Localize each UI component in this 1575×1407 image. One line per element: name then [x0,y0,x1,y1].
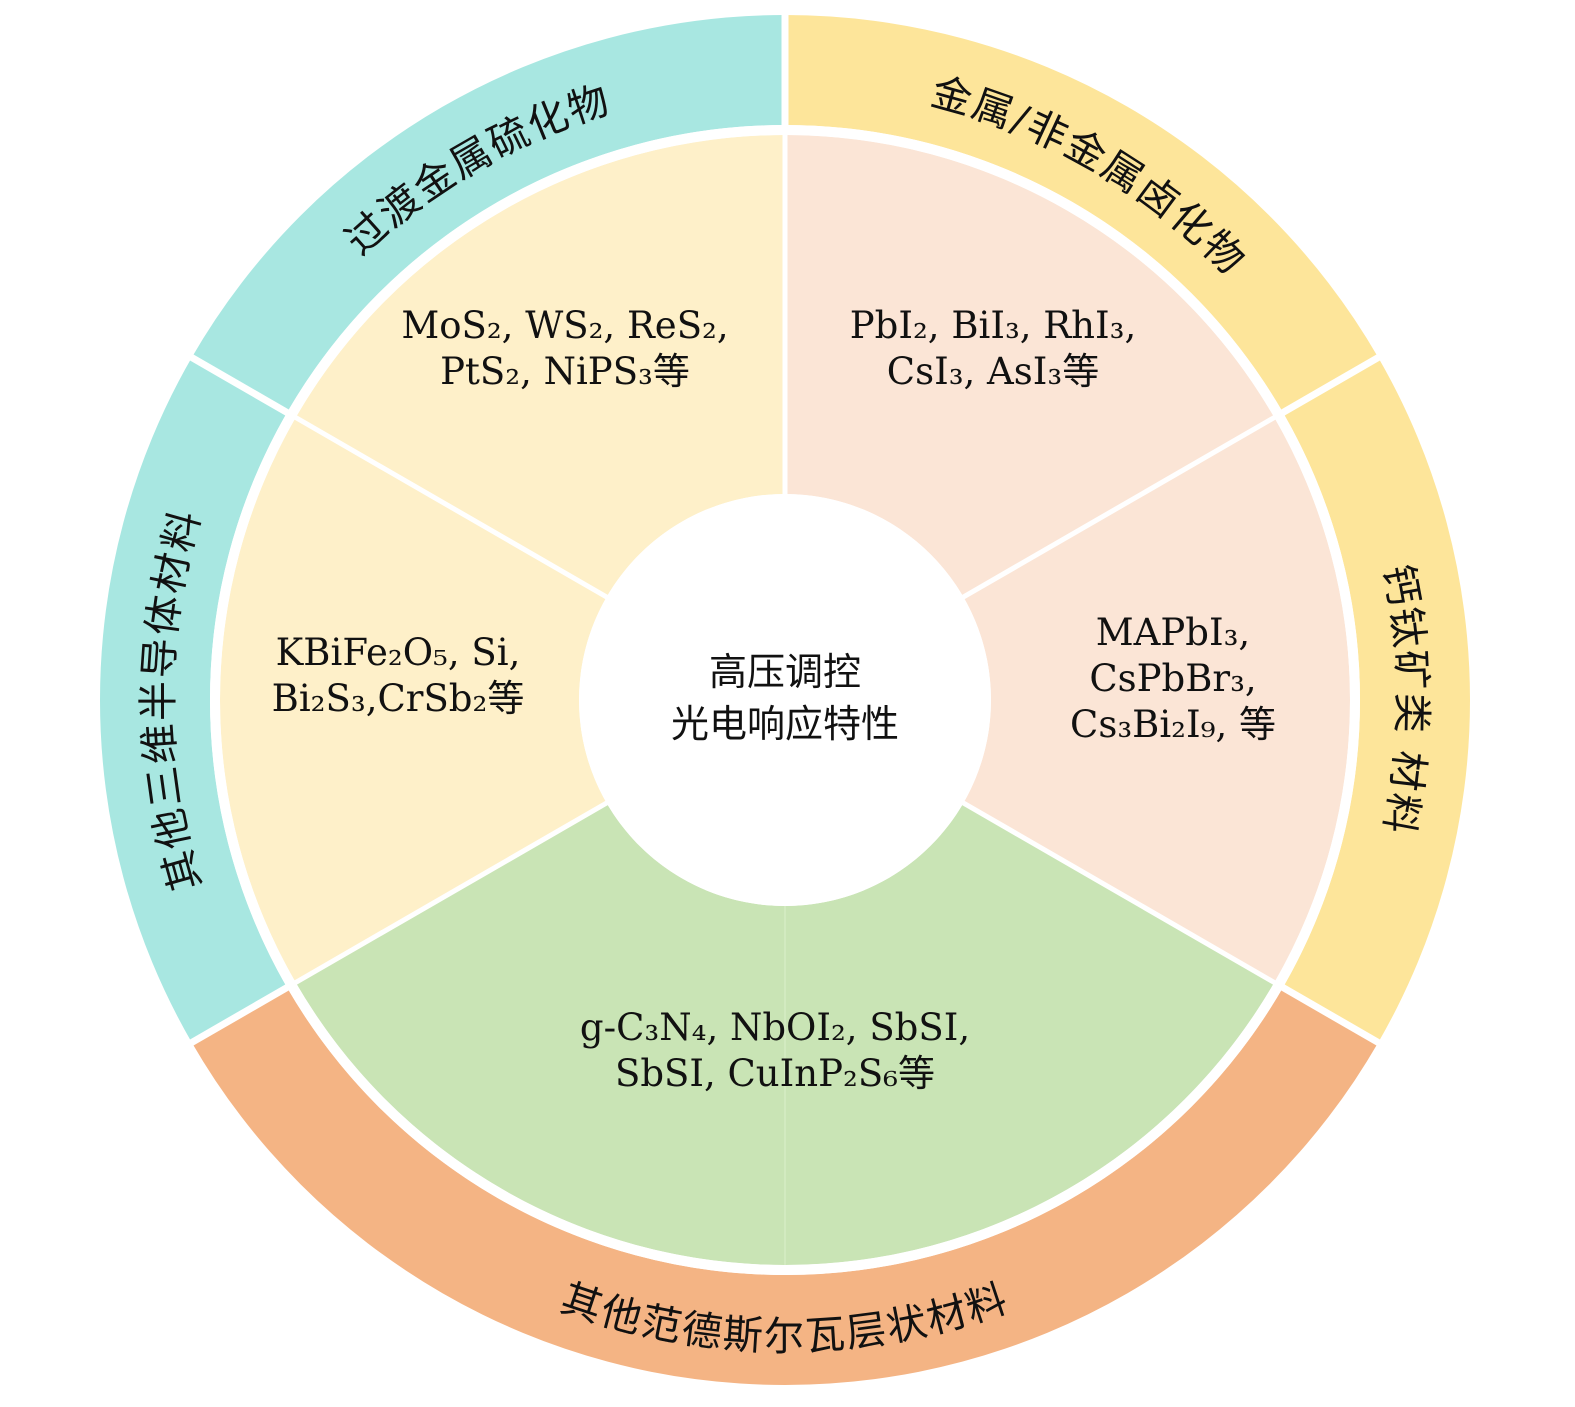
inner-sector-text-other-3d-semiconductors: Bi₂S₃,CrSb₂等 [272,677,525,720]
inner-divider [293,797,614,986]
inner-sector-metal-halides [785,135,1275,597]
outer-segment-other-vdw-layered [191,987,1379,1385]
inner-sector-perovskites [963,417,1350,983]
center-title-line-2: 光电响应特性 [671,702,899,746]
sector-dividers [185,10,1385,1275]
inner-sector-text-metal-halides: CsI₃, AsI₃等 [887,350,1099,393]
inner-sector-text-metal-halides: PbI₂, BiI₃, RhI₃, [850,304,1136,347]
outer-ring [99,15,1470,1385]
outer-divider [185,982,292,1049]
inner-sector-text-other-vdw-layered: SbSI, CuInP₂S₆等 [615,1052,935,1095]
inner-divider [956,414,1277,603]
outer-segment-transition-metal-sulfides [191,15,786,413]
outer-divider [1278,351,1385,418]
inner-sector-text-other-vdw-layered: g-C₃N₄, NbOI₂, SbSI, [580,1006,970,1049]
inner-sector-text-perovskites: CsPbBr₃, [1089,657,1256,700]
outer-segment-other-3d-semiconductors [99,357,288,1043]
inner-sector-other-3d-semiconductors [219,417,607,983]
inner-sector-text-perovskites: MAPbI₃, [1096,611,1250,654]
outer-divider [185,351,292,418]
inner-sector-text-transition-metal-sulfides: MoS₂, WS₂, ReS₂, [401,304,728,347]
outer-divider [1278,982,1385,1049]
center-title-line-1: 高压调控 [709,650,861,694]
inner-sector-text-other-3d-semiconductors: KBiFe₂O₅, Si, [276,631,521,674]
ring-gap [210,125,1360,1275]
inner-divider [956,797,1277,986]
inner-sector-transition-metal-sulfides [295,135,785,597]
inner-sector-text-transition-metal-sulfides: PtS₂, NiPS₃等 [440,350,690,393]
outer-segment-perovskites [1282,357,1470,1043]
inner-sector-text-perovskites: Cs₃Bi₂I₉, 等 [1070,703,1276,746]
outer-segment-metal-halides [785,15,1379,413]
inner-divider [293,414,614,603]
center-circle [579,494,991,906]
